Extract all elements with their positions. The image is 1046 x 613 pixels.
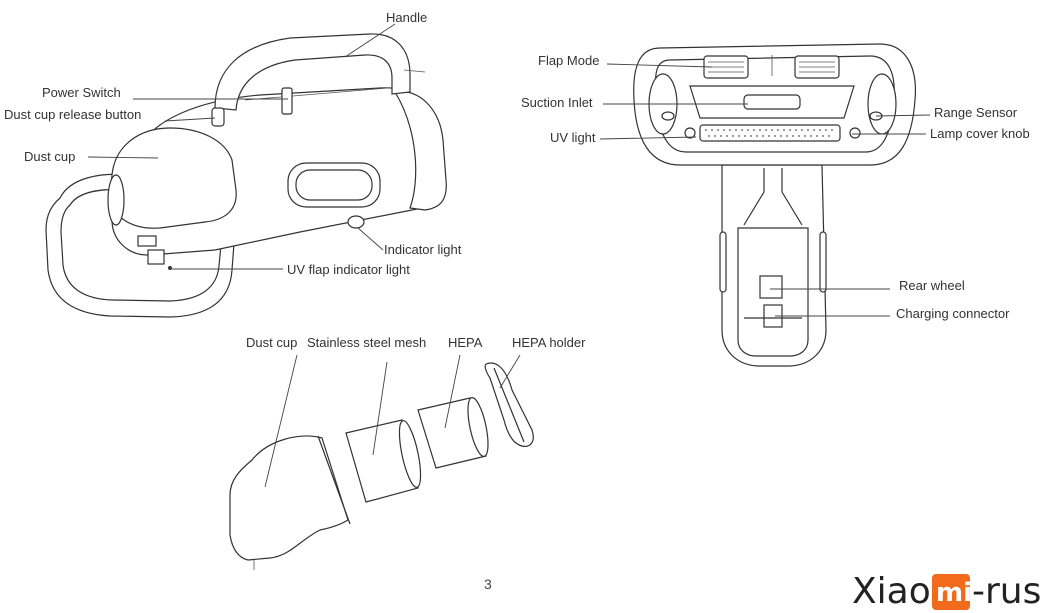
- brand-logo: Xiao mi -rus: [852, 571, 1041, 612]
- label-suction-inlet: Suction Inlet: [521, 95, 593, 110]
- brand-suffix: -rus: [972, 571, 1041, 612]
- label-exploded-dust-cup: Dust cup: [246, 335, 297, 350]
- label-range-sensor: Range Sensor: [934, 105, 1018, 120]
- brand-prefix: Xiao: [852, 571, 931, 612]
- page-number: 3: [484, 576, 492, 592]
- label-uv-light: UV light: [550, 130, 596, 145]
- label-stainless-mesh: Stainless steel mesh: [307, 335, 426, 350]
- vacuum-bottom-view: [633, 43, 917, 367]
- vacuum-side-view: [45, 33, 447, 318]
- leader-lines-left: [87, 23, 396, 270]
- label-power-switch: Power Switch: [42, 85, 121, 100]
- exploded-view: [229, 362, 534, 570]
- label-dust-cup-release: Dust cup release button: [4, 107, 141, 122]
- label-charging-connector: Charging connector: [896, 306, 1010, 321]
- label-hepa-holder: HEPA holder: [512, 335, 586, 350]
- label-hepa: HEPA: [448, 335, 483, 350]
- label-lamp-cover-knob: Lamp cover knob: [930, 126, 1030, 141]
- leader-lines-right: [599, 63, 931, 317]
- brand-mi-badge: [932, 574, 970, 610]
- label-indicator-light: Indicator light: [384, 242, 462, 257]
- label-flap-mode: Flap Mode: [538, 53, 599, 68]
- label-uv-flap-indicator: UV flap indicator light: [287, 262, 410, 277]
- label-handle: Handle: [386, 10, 427, 25]
- brand-mi-text: mi: [936, 578, 972, 608]
- label-dust-cup: Dust cup: [24, 149, 75, 164]
- leader-lines-exploded: [264, 354, 521, 488]
- label-rear-wheel: Rear wheel: [899, 278, 965, 293]
